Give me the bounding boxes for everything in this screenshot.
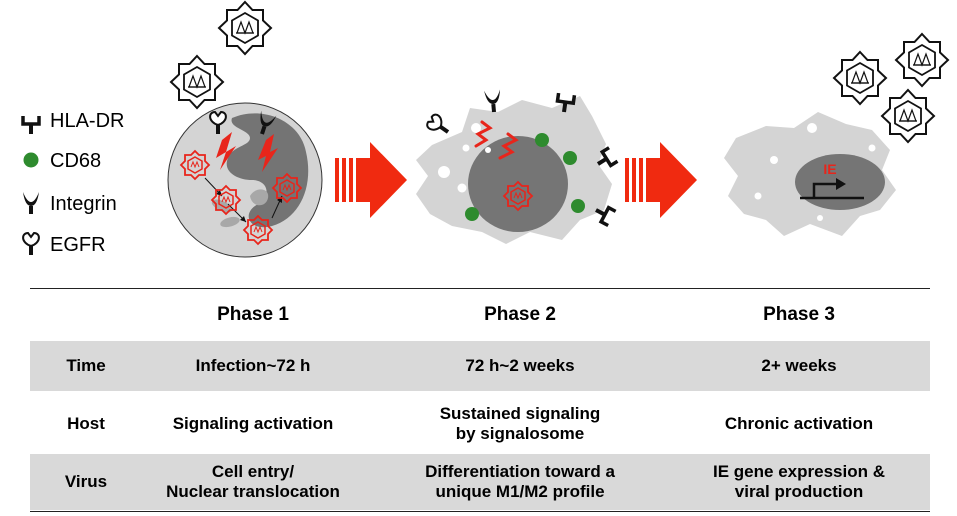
legend-label-egfr: EGFR	[50, 234, 106, 256]
legend-egfr-icon	[21, 231, 41, 257]
ie-label: IE	[823, 161, 836, 177]
virus-particle	[895, 33, 949, 87]
row-label: Host	[67, 414, 105, 433]
virus-particle	[170, 55, 224, 109]
table-cell: IE gene expression & viral production	[713, 462, 885, 501]
table-cell: Cell entry/ Nuclear translocation	[166, 462, 340, 501]
table-row-host: Host Signaling activation Sustained sign…	[30, 394, 930, 454]
header-phase-2: Phase 2	[484, 304, 556, 325]
table-row-time: Time Infection~72 h 72 h~2 weeks 2+ week…	[30, 341, 930, 391]
legend-label-hla-dr: HLA-DR	[50, 110, 125, 132]
table-cell: Sustained signaling by signalosome	[439, 404, 601, 443]
table-cell: Infection~72 h	[195, 356, 311, 375]
table-cell: Signaling activation	[172, 414, 334, 433]
legend-hla-dr-icon	[21, 114, 41, 136]
table-header-row: Phase 1 Phase 2 Phase 3	[30, 290, 930, 340]
row-label: Virus	[64, 472, 108, 491]
header-phase-3: Phase 3	[763, 304, 835, 325]
phase3-cell: IE	[724, 112, 896, 236]
phase1-cell	[167, 102, 323, 258]
table-bottom-rule	[30, 511, 930, 512]
legend-label-cd68: CD68	[50, 150, 102, 172]
table-row-virus: Virus Cell entry/ Nuclear translocation …	[30, 454, 930, 510]
transition-arrow-1	[335, 142, 407, 218]
table-cell: Differentiation toward a unique M1/M2 pr…	[425, 462, 615, 501]
table-cell: 2+ weeks	[761, 356, 837, 375]
virus-particle	[218, 1, 272, 55]
table-top-rule	[30, 288, 930, 289]
legend-integrin-icon	[21, 190, 41, 216]
phase2-cell	[416, 87, 620, 244]
legend-cd68-icon	[23, 152, 39, 168]
table-cell: Chronic activation	[724, 414, 874, 433]
phase-diagram: IE	[21, 1, 949, 258]
virus-particle	[833, 51, 887, 105]
row-label: Time	[66, 356, 106, 375]
virus-particle	[881, 89, 935, 143]
header-phase-1: Phase 1	[217, 304, 289, 325]
transition-arrow-2	[625, 142, 697, 218]
legend-label-integrin: Integrin	[50, 193, 117, 215]
table-cell: 72 h~2 weeks	[465, 356, 575, 375]
